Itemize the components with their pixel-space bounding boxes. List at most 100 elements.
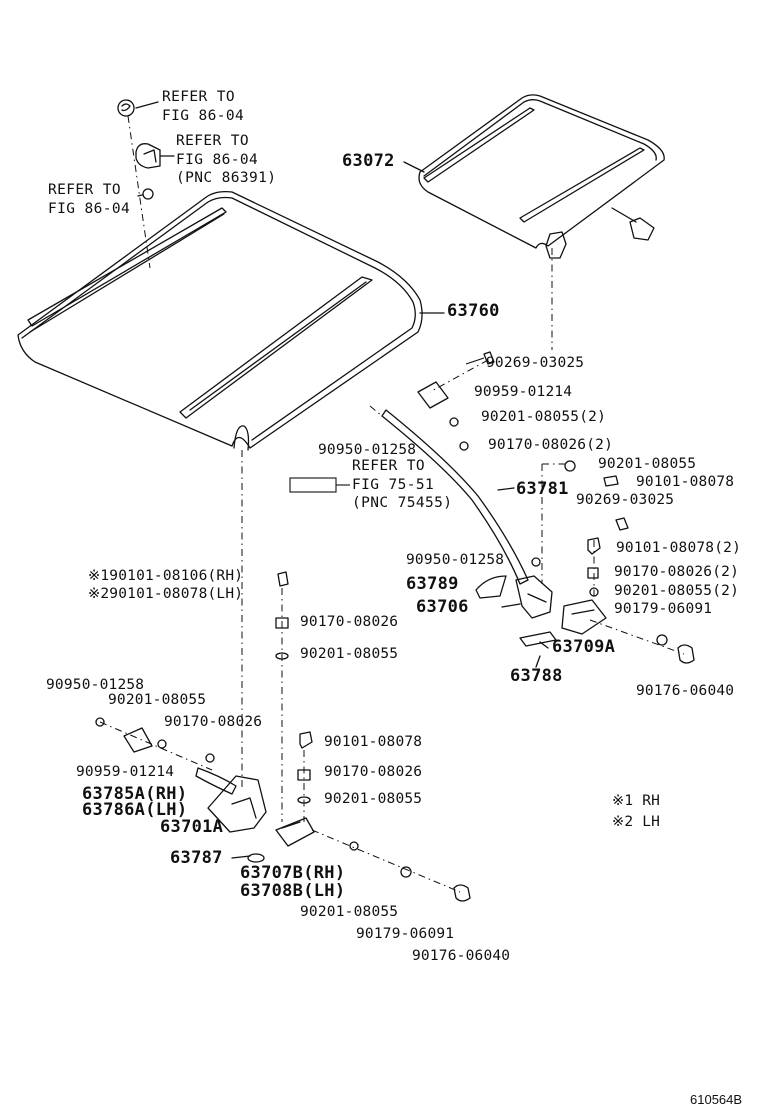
part-label-90101-08078: 90101-08078 bbox=[324, 734, 423, 750]
part-label-63787: 63787 bbox=[170, 848, 223, 868]
part-label-63708b: 63708B(LH) bbox=[240, 881, 346, 901]
hood-cushion bbox=[453, 884, 471, 902]
part-label-90201-08055: 90201-08055 bbox=[300, 646, 399, 662]
legend-mark: ※1 bbox=[612, 793, 634, 809]
part-label-63707b: 63707B(RH) bbox=[240, 863, 346, 883]
part-label-90170-08026: 90170-08026 bbox=[324, 764, 423, 780]
clip-bracket bbox=[135, 143, 161, 169]
bolt bbox=[603, 475, 619, 487]
part-label-90201-08055: 90201-08055 bbox=[300, 904, 399, 920]
part-label-90179-06091: 90179-06091 bbox=[356, 926, 455, 942]
insulator-vent bbox=[519, 147, 645, 223]
part-label-90201-08055-2: 90201-08055(2) bbox=[481, 409, 607, 425]
caution-label bbox=[289, 477, 337, 493]
bolt bbox=[277, 571, 289, 587]
legend-text: RH bbox=[642, 793, 661, 809]
legend-text: LH bbox=[642, 814, 661, 830]
bolt bbox=[299, 731, 313, 749]
legend-rh: ※1 RH bbox=[612, 794, 660, 809]
part-label-63706: 63706 bbox=[416, 597, 469, 617]
refer-note-line: REFER TO bbox=[352, 458, 426, 474]
part-label-90176-06040: 90176-06040 bbox=[636, 683, 735, 699]
part-label-63789: 63789 bbox=[406, 574, 459, 594]
part-label-90179-06091: 90179-06091 bbox=[614, 601, 713, 617]
part-label-90201-08055: 90201-08055 bbox=[598, 456, 697, 472]
hood-vent bbox=[29, 213, 225, 333]
hinge-link bbox=[195, 767, 237, 795]
part-label-63781: 63781 bbox=[516, 479, 569, 499]
hood-latch-notch bbox=[233, 425, 250, 451]
refer-note-line: (PNC 86391) bbox=[176, 170, 277, 186]
refer-note-line: FIG 86-04 bbox=[162, 107, 245, 124]
hood-vent bbox=[179, 276, 373, 419]
part-label-90101-08078: 90101-08078 bbox=[636, 474, 735, 490]
hinge-bracket bbox=[561, 599, 607, 635]
part-label-90101-08106-rh: ※190101-08106(RH) bbox=[88, 568, 244, 584]
hood-vent bbox=[27, 207, 227, 327]
hood-panel bbox=[17, 190, 423, 449]
bracket-plate bbox=[417, 381, 449, 409]
part-label-63786a: 63786A(LH) bbox=[82, 800, 188, 820]
refer-note-line: REFER TO bbox=[162, 89, 236, 105]
insulator-vent bbox=[423, 107, 535, 183]
bracket-plate bbox=[123, 727, 153, 753]
hinge-pad bbox=[519, 631, 557, 647]
part-label-90101-08078-lh: ※290101-08078(LH) bbox=[88, 586, 244, 602]
part-label-90101-08078-2: 90101-08078(2) bbox=[616, 540, 742, 556]
part-label-90959-01214: 90959-01214 bbox=[474, 384, 573, 400]
hood-hinge bbox=[207, 775, 267, 833]
clip-ring bbox=[117, 99, 135, 117]
insulator-panel bbox=[418, 94, 665, 249]
clip bbox=[615, 517, 629, 531]
bolt bbox=[587, 537, 601, 555]
refer-note-line: FIG 75-51 bbox=[352, 476, 435, 493]
part-label-90176-06040: 90176-06040 bbox=[412, 948, 511, 964]
part-label-90269-03025: 90269-03025 bbox=[486, 355, 585, 371]
hinge-cover bbox=[475, 575, 507, 599]
refer-note-2: REFER TO FIG 86-04 (PNC 86391) bbox=[176, 134, 276, 186]
part-label-90950-01258: 90950-01258 bbox=[318, 442, 417, 458]
figure-code: 610564B bbox=[690, 1092, 743, 1107]
clip-nut bbox=[142, 188, 154, 200]
part-label-63760: 63760 bbox=[447, 301, 500, 321]
part-label-90170-08026-2: 90170-08026(2) bbox=[488, 437, 614, 453]
hood-support-rod bbox=[381, 409, 529, 585]
part-label-63788: 63788 bbox=[510, 666, 563, 686]
hood-cushion bbox=[677, 644, 695, 664]
refer-note-3: REFER TO FIG 86-04 bbox=[48, 183, 130, 216]
hood-panel-edge bbox=[21, 196, 416, 441]
part-label-90950-01258: 90950-01258 bbox=[46, 677, 145, 693]
part-label-90201-08055: 90201-08055 bbox=[324, 791, 423, 807]
part-label-90950-01258: 90950-01258 bbox=[406, 552, 505, 568]
refer-note-line: REFER TO bbox=[176, 133, 250, 149]
refer-note-line: (PNC 75455) bbox=[352, 495, 453, 511]
part-label-63785a: 63785A(RH) bbox=[82, 784, 188, 804]
insulator-edge bbox=[423, 99, 657, 177]
insulator-clip bbox=[545, 231, 567, 259]
part-label-63701a: 63701A bbox=[160, 817, 224, 837]
part-label-90269-03025: 90269-03025 bbox=[576, 492, 675, 508]
part-label-90170-08026-2: 90170-08026(2) bbox=[614, 564, 740, 580]
part-label-90170-08026: 90170-08026 bbox=[164, 714, 263, 730]
part-label-90201-08055: 90201-08055 bbox=[108, 692, 207, 708]
hinge-plate bbox=[275, 817, 315, 847]
part-label-90170-08026: 90170-08026 bbox=[300, 614, 399, 630]
hood-vent bbox=[189, 281, 367, 411]
refer-note-line: REFER TO bbox=[48, 182, 122, 198]
insulator-clip bbox=[629, 217, 655, 241]
part-label-90201-08055-2: 90201-08055(2) bbox=[614, 583, 740, 599]
hinge-bracket bbox=[515, 575, 553, 619]
legend-mark: ※2 bbox=[612, 814, 634, 830]
part-label-90959-01214: 90959-01214 bbox=[76, 764, 175, 780]
refer-note-line: FIG 86-04 bbox=[176, 151, 259, 168]
refer-note-line: FIG 86-04 bbox=[48, 200, 131, 217]
refer-note-1: REFER TO FIG 86-04 bbox=[162, 90, 244, 123]
legend-lh: ※2 LH bbox=[612, 815, 660, 830]
refer-note-4: REFER TO FIG 75-51 (PNC 75455) bbox=[352, 459, 452, 511]
part-label-63709a: 63709A bbox=[552, 637, 616, 657]
nut bbox=[564, 460, 576, 472]
hinge-pad bbox=[247, 853, 265, 863]
part-label-63072: 63072 bbox=[342, 151, 395, 171]
